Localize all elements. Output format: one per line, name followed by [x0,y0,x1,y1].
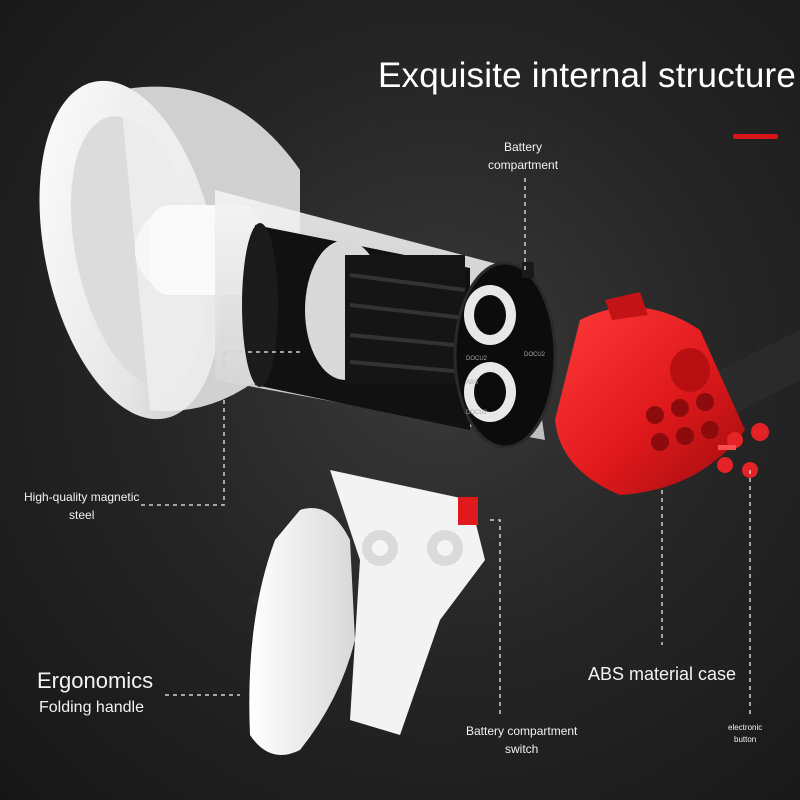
label-magnetic-steel: High-quality magnetic steel [24,488,139,524]
horn-flare [39,80,300,420]
magnetic-steel-assembly [242,223,470,430]
battery-switch-red [458,497,478,525]
page-title: Exquisite internal structure [378,56,797,95]
label-battery-compartment: Battery compartment [488,138,558,174]
folding-handle [249,470,485,755]
plate-marking: ABS [466,380,479,386]
callout-lines [140,178,751,715]
label-ergonomics: Ergonomics [37,668,154,693]
label-line: Battery [504,140,543,154]
label-electronic-button: electronic button [728,722,762,746]
label-line: compartment [488,158,559,172]
label-line: electronic [728,723,763,732]
label-line: Battery compartment [466,724,578,738]
abs-material-case [555,292,769,495]
label-line: High-quality magnetic [24,490,140,504]
plate-marking: DOCU2 [524,352,546,358]
label-battery-switch: Battery compartment switch [466,722,577,758]
electronic-buttons [717,423,769,478]
plate-marking: DOCU2 [466,356,488,362]
label-line: steel [69,508,95,522]
label-folding-handle: Folding handle [39,699,144,716]
label-line: button [734,735,757,744]
label-abs-case: ABS material case [588,664,737,684]
title-accent-bar [733,134,778,139]
battery-plate [453,261,557,449]
label-line: switch [505,742,539,756]
plate-marking: DOCU2 [466,410,488,416]
